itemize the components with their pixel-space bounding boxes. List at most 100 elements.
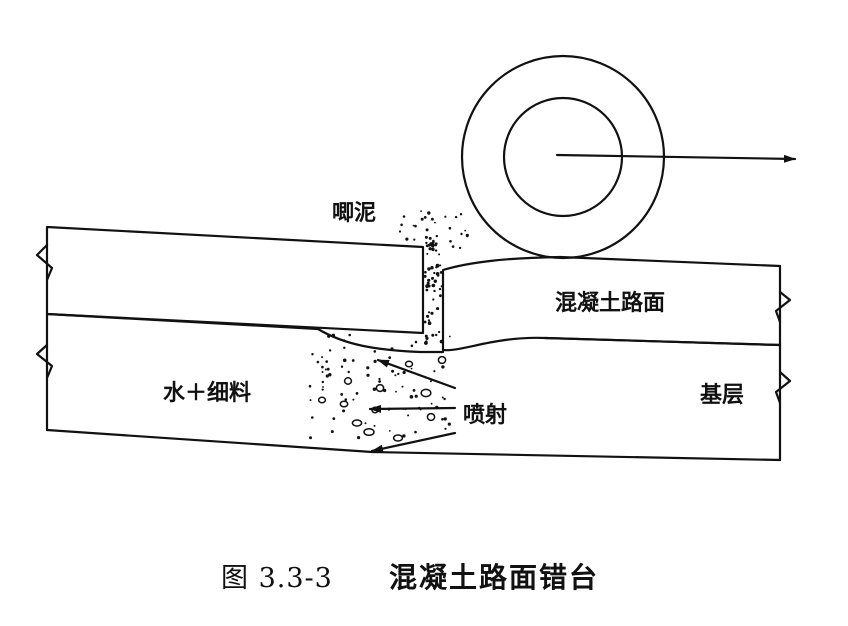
mud-dot bbox=[424, 270, 427, 274]
mud-dot bbox=[427, 267, 431, 271]
left-break-mark-lower bbox=[35, 343, 54, 380]
pebble bbox=[351, 419, 363, 427]
mud-dot bbox=[373, 424, 376, 427]
mud-dot bbox=[352, 398, 355, 401]
mud-dot bbox=[397, 372, 400, 376]
mud-dot bbox=[464, 229, 467, 232]
mud-dot bbox=[431, 244, 435, 248]
mud-dot bbox=[423, 216, 427, 219]
pebble bbox=[404, 360, 414, 368]
travel-arrow-icon bbox=[555, 153, 797, 163]
mud-dot bbox=[402, 370, 406, 375]
mud-dot bbox=[344, 398, 348, 401]
mud-dot bbox=[429, 380, 432, 383]
mud-dot bbox=[435, 272, 440, 276]
mud-dot bbox=[425, 340, 428, 343]
mud-dot bbox=[390, 347, 394, 351]
mud-dot bbox=[430, 402, 433, 405]
mud-dot bbox=[327, 334, 331, 338]
mud-dot bbox=[420, 210, 422, 213]
mud-dot bbox=[434, 243, 437, 247]
mud-dot bbox=[355, 392, 359, 395]
mud-dot bbox=[407, 414, 410, 417]
mud-dot bbox=[391, 369, 395, 373]
mud-dot bbox=[447, 422, 451, 426]
mud-dot bbox=[433, 289, 436, 293]
mud-dot bbox=[378, 380, 381, 383]
mud-dot bbox=[372, 387, 377, 391]
mud-dot bbox=[325, 360, 329, 363]
mud-dot bbox=[428, 247, 432, 251]
mud-dot bbox=[433, 370, 436, 373]
mud-dot bbox=[427, 319, 431, 322]
mud-dot bbox=[387, 407, 391, 411]
mud-dot bbox=[388, 430, 391, 432]
mud-dot bbox=[366, 373, 370, 377]
mud-dot bbox=[420, 217, 424, 221]
mud-dot bbox=[402, 215, 406, 218]
mud-dot bbox=[321, 365, 324, 369]
wheel-inner-icon bbox=[502, 96, 624, 218]
pebbles bbox=[317, 355, 447, 442]
mud-dot bbox=[441, 396, 444, 399]
mud-dot bbox=[428, 236, 432, 240]
caption-title: 混凝土路面错台 bbox=[389, 561, 600, 594]
base-layer-top-right bbox=[543, 336, 782, 347]
mud-dot bbox=[342, 358, 347, 363]
mud-dot bbox=[325, 374, 329, 378]
mud-dot bbox=[410, 367, 413, 370]
mud-dot bbox=[441, 365, 445, 369]
mud-dot bbox=[347, 370, 350, 374]
mud-dot bbox=[436, 307, 439, 310]
mud-dot bbox=[326, 367, 330, 371]
mud-dot bbox=[438, 287, 442, 291]
mud-dot bbox=[366, 366, 370, 370]
mud-dot bbox=[351, 359, 355, 362]
mud-dot bbox=[348, 333, 352, 337]
mud-dot bbox=[364, 422, 367, 425]
mud-dot bbox=[402, 434, 406, 438]
mud-dot bbox=[454, 215, 458, 219]
mud-dot bbox=[443, 417, 447, 421]
mud-dot bbox=[414, 340, 418, 344]
mud-dot bbox=[427, 311, 431, 314]
mud-dot bbox=[413, 238, 416, 241]
mud-dot bbox=[330, 430, 334, 434]
mud-dot bbox=[394, 374, 397, 377]
mud-dot bbox=[423, 274, 427, 278]
base-layer-bottom bbox=[45, 428, 782, 462]
mud-dot bbox=[431, 333, 435, 337]
pebble bbox=[420, 388, 432, 398]
mud-dot bbox=[438, 330, 441, 334]
mud-dot bbox=[324, 368, 327, 371]
mud-dot bbox=[427, 278, 431, 282]
mud-dot bbox=[373, 359, 377, 363]
mud-dot bbox=[439, 264, 442, 267]
left-slab-outline bbox=[45, 225, 425, 335]
mud-dot bbox=[373, 350, 377, 353]
mud-dot bbox=[434, 249, 438, 252]
mud-dot bbox=[419, 408, 422, 411]
pebble bbox=[317, 396, 327, 404]
base-layer-top-left bbox=[45, 312, 320, 331]
mud-dot bbox=[405, 237, 409, 241]
mud-dot bbox=[425, 241, 428, 245]
mud-dot bbox=[409, 395, 414, 399]
mud-dot bbox=[426, 314, 430, 318]
pebble bbox=[339, 400, 349, 408]
mud-dot bbox=[435, 405, 439, 410]
mud-dot bbox=[443, 397, 446, 401]
mud-dot bbox=[328, 349, 332, 352]
pebble bbox=[343, 377, 353, 385]
label-base-layer: 基层 bbox=[700, 383, 745, 408]
mud-dot bbox=[459, 213, 463, 216]
mud-dot bbox=[378, 377, 381, 381]
mud-dot bbox=[342, 339, 346, 342]
mud-dot bbox=[438, 253, 441, 256]
mud-dot bbox=[340, 365, 344, 368]
pebble bbox=[363, 427, 375, 437]
mud-dot bbox=[414, 224, 417, 228]
mud-dot bbox=[400, 223, 403, 227]
label-spray: 喷射 bbox=[463, 403, 508, 428]
